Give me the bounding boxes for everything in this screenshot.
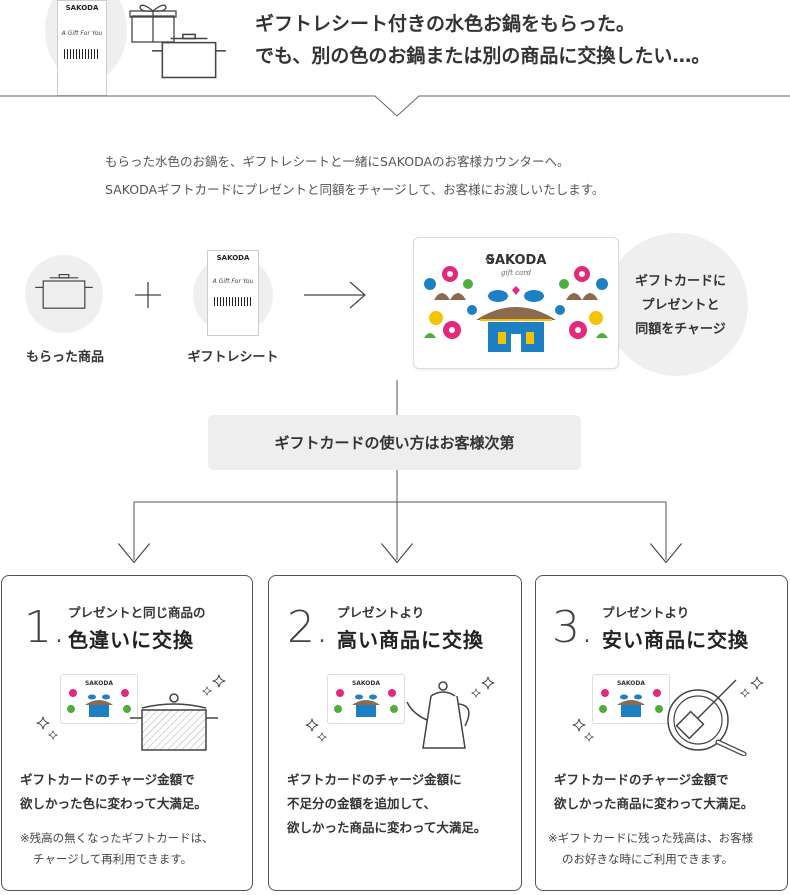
sparkle-icon <box>48 730 58 740</box>
option-note: ※ギフトカードに残った残高は、お客様 のお好きな時にご利用できます。 <box>548 828 753 870</box>
option-title: 色違いに交換 <box>68 628 194 652</box>
option-body-line: 欲しかった商品に変わって大満足。 <box>554 796 754 811</box>
header-pot-icon <box>148 32 230 84</box>
option-note-line: のお好きな時にご利用できます。 <box>562 852 734 866</box>
sparkle-icon <box>305 718 319 732</box>
gift-card-brand: SAKODA <box>486 253 547 268</box>
header-line-1: ギフトレシート付きの水色お鍋をもらった。 <box>255 13 636 35</box>
down-arrow-icon <box>379 540 415 566</box>
receipt-label: ギフトレシート <box>187 350 279 365</box>
mini-gift-card: SAKODA <box>592 674 670 724</box>
gift-box-icon <box>129 4 177 43</box>
gift-card-subtitle: gift card <box>501 269 532 277</box>
header-gift-receipt-icon: SAKODA A Gift For You <box>57 0 107 96</box>
result-label: ギフトカードに プレゼントと 同額をチャージ <box>618 270 743 342</box>
option-body-line: ギフトカードのチャージ金額で <box>554 772 729 787</box>
gift-card-illustration: SAKODA gift card <box>424 253 608 352</box>
sparkle-icon <box>212 674 226 688</box>
sparkle-icon <box>740 688 750 698</box>
option-body: ギフトカードのチャージ金額で 欲しかった商品に変わって大満足。 <box>554 768 753 816</box>
sparkle-icon <box>481 676 495 690</box>
sparkle-icon <box>202 686 212 696</box>
header-divider <box>0 95 790 117</box>
pot-icon <box>32 272 96 314</box>
option-note-line: ※残高の無くなったギフトカードは、 <box>20 831 214 845</box>
sparkle-icon <box>36 716 50 730</box>
option-body: ギフトカードのチャージ金額に 不足分の金額を追加して、 欲しかった商品に変わって… <box>287 768 486 840</box>
result-line-2: プレゼントと <box>641 298 720 313</box>
option-note-line: ※ギフトカードに残った残高は、お客様 <box>548 831 754 845</box>
option-body-line: 不足分の金額を追加して、 <box>287 796 437 811</box>
option-number: 3. <box>552 602 594 653</box>
option-body-line: ギフトカードのチャージ金額で <box>20 772 195 787</box>
result-line-3: 同額をチャージ <box>635 322 726 337</box>
mini-gift-card: SAKODA <box>327 674 405 724</box>
option-title: 安い商品に交換 <box>602 628 749 652</box>
sparkle-icon <box>471 688 481 698</box>
down-arrow-icon <box>648 540 684 566</box>
result-circle <box>605 233 748 376</box>
option-number: 1. <box>24 602 66 653</box>
gift-card: SAKODA gift card <box>413 237 619 369</box>
option-body-line: ギフトカードのチャージ金額に <box>287 772 462 787</box>
option-body-line: 欲しかった色に変わって大満足。 <box>20 796 207 811</box>
option-body: ギフトカードのチャージ金額で 欲しかった色に変わって大満足。 <box>20 768 207 816</box>
option-card-1: 1. プレゼントと同じ商品の 色違いに交換 SAKODA ギフトカードのチャージ… <box>1 575 253 891</box>
item-circle <box>25 255 103 333</box>
option-card-3: 3. プレゼントより 安い商品に交換 SAKODA ギフトカードのチャージ金額で… <box>535 575 788 891</box>
option-note-line: チャージして再利用できます。 <box>33 852 193 866</box>
option-number: 2. <box>287 602 329 653</box>
pot-icon <box>130 693 218 751</box>
sparkle-icon <box>750 676 764 690</box>
intro-line-1: もらった水色のお鍋を、ギフトレシートと一緒にSAKODAのお客様カウンターへ。 <box>105 154 570 169</box>
plus-icon <box>135 282 161 308</box>
down-arrow-icon <box>116 540 152 566</box>
arrow-right-icon <box>304 281 366 309</box>
option-note: ※残高の無くなったギフトカードは、 チャージして再利用できます。 <box>20 828 214 870</box>
option-card-2: 2. プレゼントより 高い商品に交換 SAKODA ギフトカードのチャージ金額に… <box>268 575 522 891</box>
option-body-line: 欲しかった商品に変わって大満足。 <box>287 820 487 835</box>
option-subtitle: プレゼントと同じ商品の <box>68 605 206 620</box>
header-message: ギフトレシート付きの水色お鍋をもらった。 でも、別の色のお鍋または別の商品に交換… <box>255 8 710 72</box>
usage-label: ギフトカードの使い方はお客様次第 <box>208 415 581 470</box>
result-line-1: ギフトカードに <box>634 274 726 289</box>
gift-receipt-icon: SAKODA A Gift For You <box>207 250 259 336</box>
flow-connectors <box>133 380 667 560</box>
mini-gift-card: SAKODA <box>60 674 138 724</box>
option-subtitle: プレゼントより <box>337 605 425 620</box>
sparkle-icon <box>317 732 327 742</box>
intro-line-2: SAKODAギフトカードにプレゼントと同額をチャージして、お客様にお渡しいたしま… <box>105 182 605 197</box>
option-title: 高い商品に交換 <box>337 628 484 652</box>
svg-text:SAKODA: SAKODA <box>352 680 380 687</box>
svg-text:SAKODA: SAKODA <box>617 680 645 687</box>
intro-text: もらった水色のお鍋を、ギフトレシートと一緒にSAKODAのお客様カウンターへ。 … <box>105 148 604 204</box>
header-line-2: でも、別の色のお鍋または別の商品に交換したい…。 <box>255 45 711 67</box>
kettle-icon <box>406 681 470 749</box>
frying-pan-icon <box>667 679 747 756</box>
sparkle-icon <box>584 732 594 742</box>
sparkle-icon <box>572 718 586 732</box>
svg-text:SAKODA: SAKODA <box>85 680 113 687</box>
option-subtitle: プレゼントより <box>602 605 690 620</box>
item-label: もらった商品 <box>25 350 104 365</box>
